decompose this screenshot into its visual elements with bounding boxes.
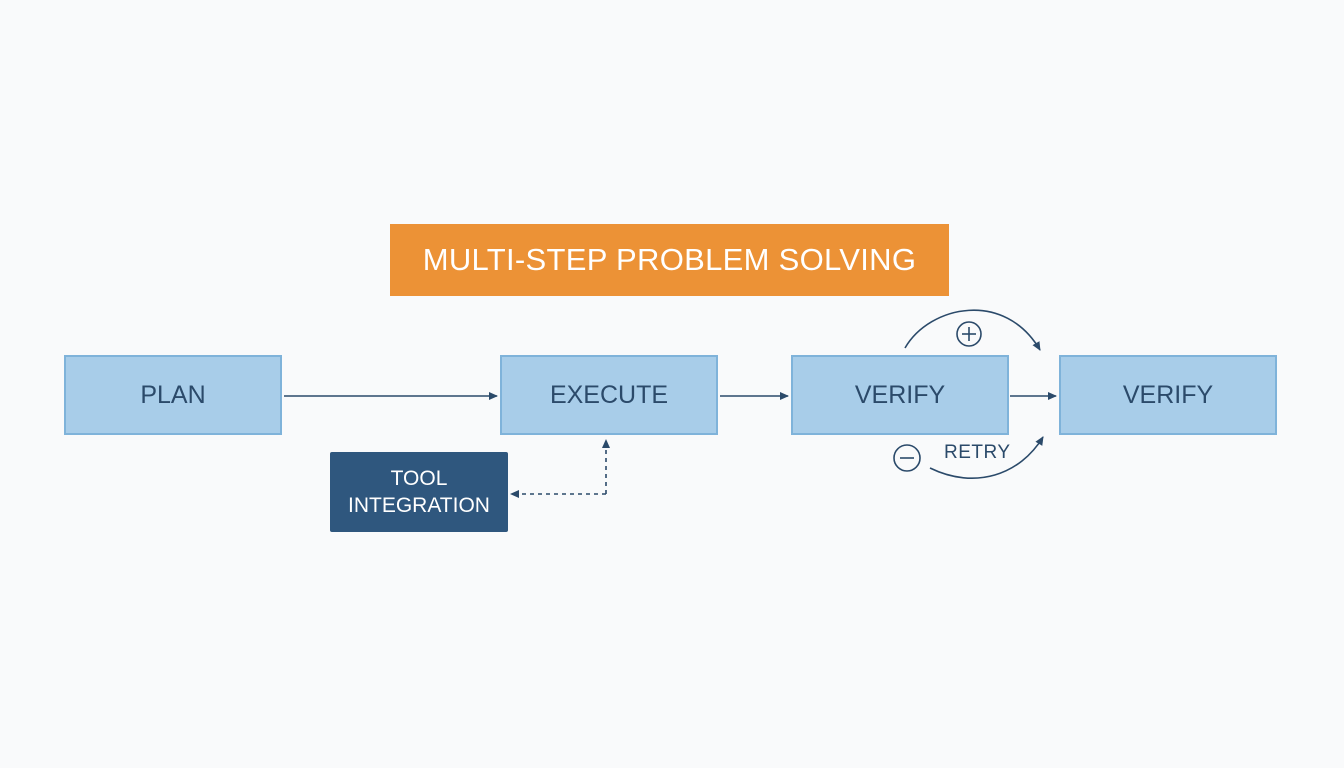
node-tool-integration: TOOL INTEGRATION bbox=[330, 452, 508, 532]
tool-label-line-1: TOOL bbox=[390, 467, 448, 490]
diagram-title: MULTI-STEP PROBLEM SOLVING bbox=[390, 224, 949, 296]
node-plan-label: PLAN bbox=[140, 380, 206, 409]
node-verify-first-label: VERIFY bbox=[854, 380, 946, 409]
node-verify-second: VERIFY bbox=[1059, 355, 1277, 435]
tool-label-line-2: INTEGRATION bbox=[348, 494, 490, 517]
node-plan: PLAN bbox=[64, 355, 282, 435]
arc-retry bbox=[929, 436, 1044, 479]
retry-label: RETRY bbox=[944, 442, 1011, 463]
node-execute: EXECUTE bbox=[500, 355, 718, 435]
plus-circle-icon bbox=[956, 321, 982, 347]
node-verify-first: VERIFY bbox=[791, 355, 1009, 435]
arc-success bbox=[904, 309, 1041, 351]
node-execute-label: EXECUTE bbox=[549, 380, 669, 409]
minus-circle-icon bbox=[893, 444, 921, 472]
node-verify-second-label: VERIFY bbox=[1122, 380, 1214, 409]
